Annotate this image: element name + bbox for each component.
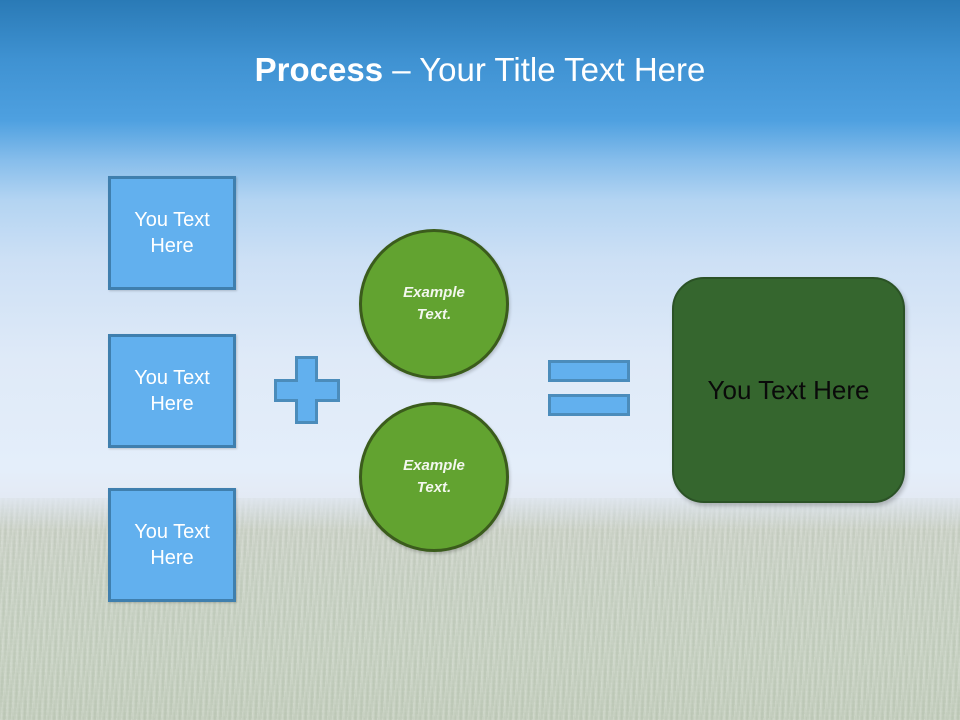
- page-title: Process – Your Title Text Here: [0, 50, 960, 90]
- result-box[interactable]: You Text Here: [672, 277, 905, 503]
- input-box-3[interactable]: You Text Here: [108, 488, 236, 602]
- example-circle-1[interactable]: Example Text.: [359, 229, 509, 379]
- example-circle-1-line2: Text.: [416, 306, 452, 323]
- input-box-2-label: You Text Here: [134, 367, 210, 415]
- input-box-2[interactable]: You Text Here: [108, 334, 236, 448]
- example-circle-2[interactable]: Example Text.: [359, 402, 509, 552]
- plus-inner-fill: [277, 382, 337, 399]
- input-box-3-label: You Text Here: [134, 521, 210, 569]
- page-title-rest: – Your Title Text Here: [383, 51, 706, 88]
- result-box-label: You Text Here: [707, 375, 870, 405]
- equals-top-bar: [548, 360, 630, 382]
- example-circle-1-line1: Example: [403, 284, 465, 301]
- page-title-bold: Process: [254, 51, 384, 88]
- example-circle-2-line1: Example: [403, 457, 465, 474]
- equals-icon: [548, 360, 630, 416]
- equals-bottom-bar: [548, 394, 630, 416]
- example-circle-2-line2: Text.: [416, 479, 452, 496]
- input-box-1-label: You Text Here: [134, 209, 210, 257]
- input-box-1[interactable]: You Text Here: [108, 176, 236, 290]
- plus-icon: [274, 356, 340, 424]
